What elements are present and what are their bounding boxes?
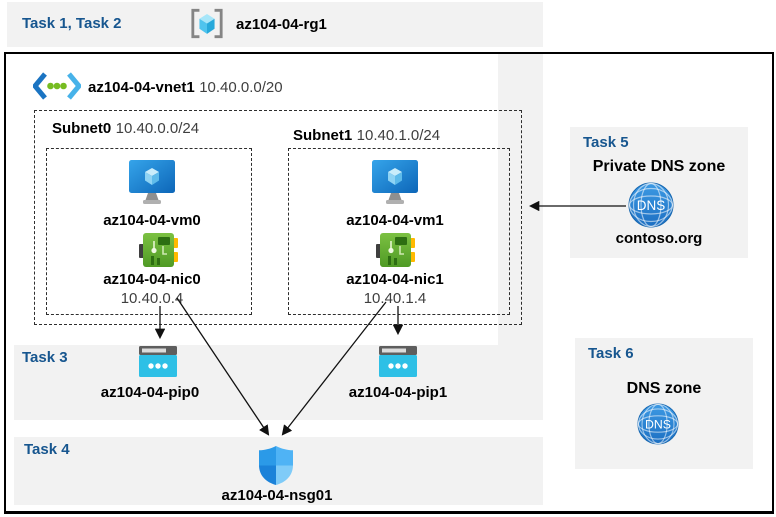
task4-label: Task 4 (24, 441, 70, 458)
virtual-network-icon (33, 72, 81, 100)
nic0-icon (139, 232, 179, 268)
subnet1-cidr: 10.40.1.0/24 (356, 127, 441, 144)
nic1-ip: 10.40.1.4 (363, 290, 427, 307)
vnet-name: az104-04-vnet1 (88, 79, 195, 96)
subnet0-name: Subnet0 (52, 120, 112, 137)
subnet1-box (288, 148, 510, 315)
subnet1-label: Subnet1 10.40.1.0/24 (293, 127, 440, 145)
dns-zone-icon: DNS (637, 403, 679, 445)
subnet0-cidr: 10.40.0.0/24 (115, 120, 200, 137)
subnet1-name: Subnet1 (293, 127, 353, 144)
vnet-cidr: 10.40.0.0/20 (199, 79, 283, 96)
nic0-name: az104-04-nic0 (103, 271, 201, 288)
pip0-name: az104-04-pip0 (100, 384, 200, 401)
nic1-icon (376, 232, 416, 268)
vm1-icon (371, 158, 419, 206)
resource-group-band (7, 2, 543, 47)
vm1-name: az104-04-vm1 (346, 212, 444, 229)
nsg-shield-icon (259, 446, 293, 485)
vm0-name: az104-04-vm0 (103, 212, 201, 229)
private-dns-zone-title: Private DNS zone (592, 158, 726, 175)
task6-label: Task 6 (588, 345, 634, 362)
resource-group-icon (191, 8, 223, 39)
dns-zone-title: DNS zone (626, 380, 702, 397)
task5-label: Task 5 (583, 134, 629, 151)
gray-strip (498, 54, 543, 345)
subnet0-box (46, 148, 252, 315)
vm0-icon (128, 158, 176, 206)
nic1-name: az104-04-nic1 (346, 271, 444, 288)
private-dns-icon: DNS (628, 182, 674, 228)
public-ip1-icon (379, 346, 417, 377)
nsg-name: az104-04-nsg01 (221, 487, 333, 504)
task6-box (575, 338, 753, 469)
nic0-ip: 10.40.0.4 (120, 290, 184, 307)
resource-group-name: az104-04-rg1 (236, 16, 327, 33)
task3-label: Task 3 (22, 349, 68, 366)
task-1-2-label: Task 1, Task 2 (22, 15, 122, 32)
public-ip0-icon (139, 346, 177, 377)
vnet-label: az104-04-vnet1 10.40.0.0/20 (88, 79, 283, 97)
subnet0-label: Subnet0 10.40.0.0/24 (52, 120, 199, 138)
subnets-container-box (34, 110, 522, 325)
pip1-name: az104-04-pip1 (348, 384, 448, 401)
task3-band (14, 345, 543, 420)
private-dns-zone-name: contoso.org (615, 230, 703, 247)
svg-text:DNS: DNS (645, 418, 671, 432)
svg-text:DNS: DNS (637, 198, 666, 213)
